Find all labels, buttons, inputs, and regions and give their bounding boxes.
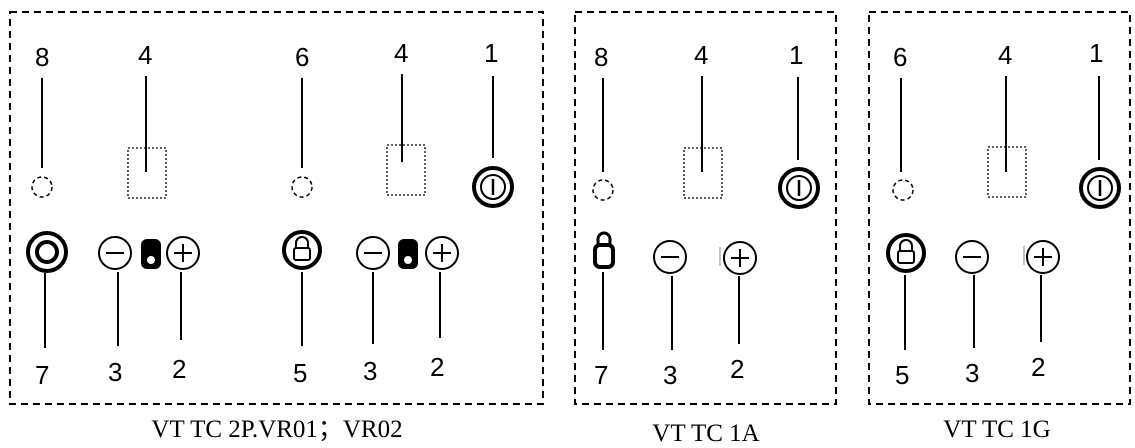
callout-1: 1 bbox=[484, 38, 498, 68]
callout-7: 7 bbox=[594, 360, 608, 390]
callout-7: 7 bbox=[35, 360, 49, 390]
minus-icon[interactable] bbox=[955, 240, 989, 274]
callout-6: 6 bbox=[295, 42, 309, 72]
panel-vt-tc-1g: 6 4 1 5 3 2 bbox=[868, 11, 1131, 405]
panel-vt-tc-2p: 8 4 6 4 1 bbox=[9, 11, 544, 405]
panel-caption: VT TC 2P.VR01；VR02 bbox=[151, 416, 402, 443]
callout-4: 4 bbox=[694, 40, 708, 70]
slide-switch-icon bbox=[398, 239, 418, 269]
panel-vt-tc-1a: 8 4 1 7 3 2 bbox=[574, 11, 837, 405]
callout-1: 1 bbox=[789, 40, 803, 70]
lock-icon[interactable] bbox=[593, 231, 615, 269]
power-icon[interactable] bbox=[472, 166, 514, 208]
callout-4: 4 bbox=[138, 40, 152, 70]
callout-6: 6 bbox=[893, 42, 907, 72]
callout-1: 1 bbox=[1089, 38, 1103, 68]
plus-icon[interactable] bbox=[1026, 240, 1060, 274]
callout-4: 4 bbox=[998, 40, 1012, 70]
callout-2: 2 bbox=[1031, 352, 1045, 382]
callout-3: 3 bbox=[663, 360, 677, 390]
plus-icon[interactable] bbox=[723, 241, 757, 275]
led-indicator bbox=[31, 176, 53, 198]
lock-icon[interactable] bbox=[282, 230, 322, 270]
minus-icon[interactable] bbox=[356, 236, 390, 270]
callout-5: 5 bbox=[895, 360, 909, 390]
callout-4: 4 bbox=[394, 38, 408, 68]
panel-caption: VT TC 1G bbox=[943, 416, 1050, 443]
callout-5: 5 bbox=[293, 358, 307, 388]
minus-icon[interactable] bbox=[653, 240, 687, 274]
double-ring-icon[interactable] bbox=[26, 231, 68, 273]
callout-2: 2 bbox=[730, 354, 744, 384]
led-indicator bbox=[592, 179, 614, 201]
callout-8: 8 bbox=[35, 42, 49, 72]
power-icon[interactable] bbox=[778, 167, 820, 209]
callout-2: 2 bbox=[430, 352, 444, 382]
lock-icon[interactable] bbox=[886, 233, 926, 273]
panel-border bbox=[868, 11, 1131, 405]
plus-icon[interactable] bbox=[425, 236, 459, 270]
display-window bbox=[386, 144, 426, 196]
callout-2: 2 bbox=[172, 354, 186, 384]
callout-3: 3 bbox=[108, 357, 122, 387]
power-icon[interactable] bbox=[1079, 167, 1121, 209]
callout-8: 8 bbox=[594, 42, 608, 72]
plus-icon[interactable] bbox=[166, 236, 200, 270]
callout-3: 3 bbox=[965, 358, 979, 388]
panel-border bbox=[574, 11, 837, 405]
callout-3: 3 bbox=[363, 356, 377, 386]
led-indicator bbox=[291, 176, 313, 198]
led-indicator bbox=[892, 179, 914, 201]
minus-icon[interactable] bbox=[98, 236, 132, 270]
slide-switch-icon bbox=[141, 239, 161, 269]
panel-border bbox=[9, 11, 544, 405]
panel-caption: VT TC 1A bbox=[652, 420, 759, 447]
